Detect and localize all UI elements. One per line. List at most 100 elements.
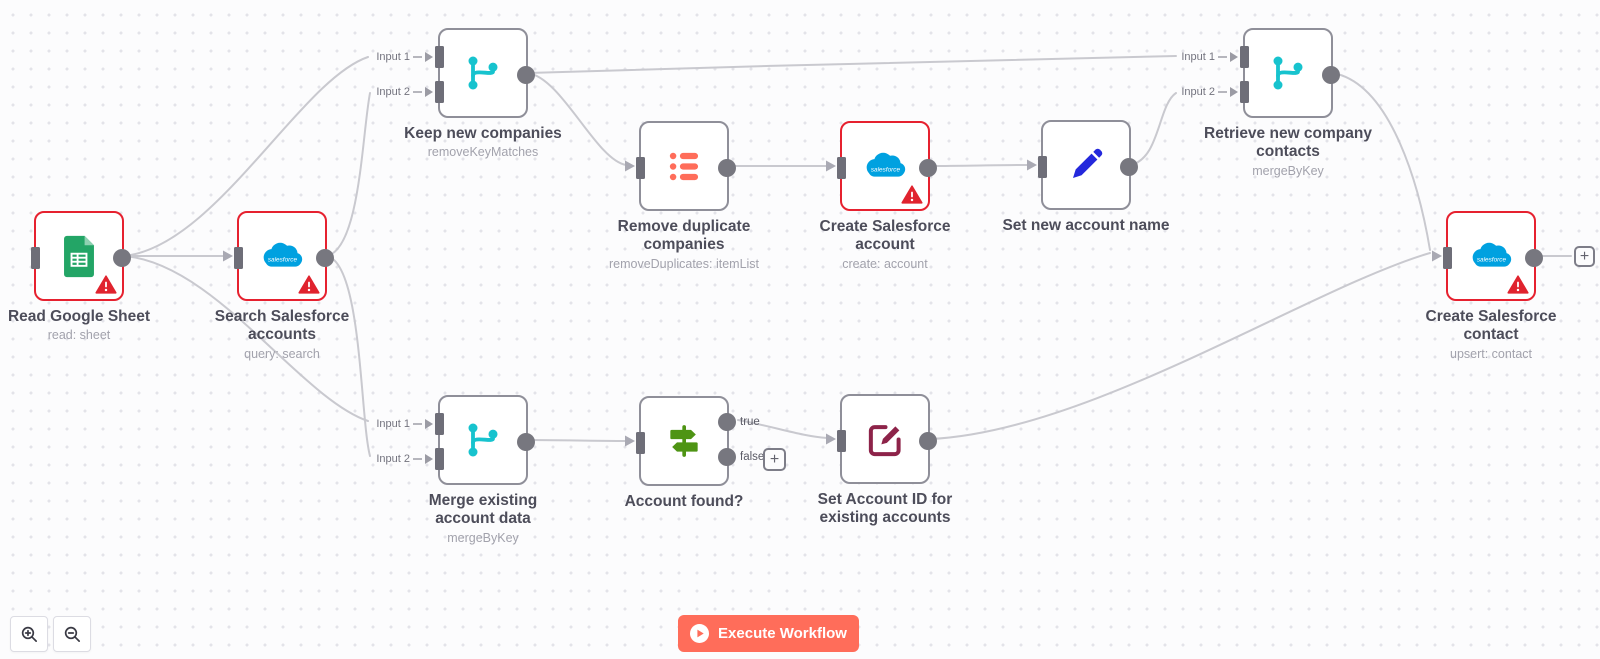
execute-workflow-button[interactable]: Execute Workflow	[678, 615, 859, 652]
input-arrow-icon	[425, 419, 433, 429]
svg-text:salesforce: salesforce	[871, 166, 901, 173]
merge-icon	[1273, 56, 1303, 90]
node-create-salesforce-contact[interactable]: salesforce Create Salesforce contact ups…	[1426, 211, 1556, 361]
input-port-2[interactable]	[435, 448, 444, 470]
svg-text:salesforce: salesforce	[268, 256, 298, 263]
node-title: Set Account ID for existing accounts	[817, 491, 953, 527]
input-port[interactable]	[636, 432, 645, 454]
node-set-account-id[interactable]: Set Account ID for existing accounts	[818, 394, 952, 526]
node-title: Account found?	[624, 493, 744, 510]
input-port-1[interactable]	[435, 46, 444, 68]
output-port[interactable]	[517, 433, 535, 451]
input-port[interactable]	[837, 157, 846, 179]
node-box[interactable]: Input 1 Input 2	[1181, 28, 1340, 118]
input-port[interactable]	[234, 247, 243, 269]
node-subtitle: mergeByKey	[447, 530, 519, 545]
node-box[interactable]	[1038, 120, 1138, 210]
output-true-label: true	[740, 416, 760, 428]
merge-icon	[468, 56, 498, 90]
salesforce-icon: salesforce	[263, 242, 303, 267]
node-title: Create Salesforce account	[819, 218, 951, 254]
output-port-true[interactable]	[718, 413, 736, 431]
node-title: Merge existing account data	[428, 492, 538, 528]
node-box[interactable]: salesforce	[234, 211, 334, 301]
warning-icon	[95, 275, 117, 294]
output-port[interactable]	[718, 159, 736, 177]
output-port[interactable]	[1525, 249, 1543, 267]
input-arrow-icon	[425, 87, 433, 97]
node-title: Retrieve new company contacts	[1204, 125, 1372, 161]
output-port[interactable]	[1322, 66, 1340, 84]
plus-icon: +	[769, 450, 780, 468]
input-arrow-icon	[1230, 52, 1238, 62]
node-keep-new-companies[interactable]: Input 1 Input 2 Keep new companies remov…	[376, 28, 562, 159]
input-1-label: Input 1	[1181, 50, 1238, 64]
output-port[interactable]	[1120, 158, 1138, 176]
input-port[interactable]	[31, 247, 40, 269]
node-box[interactable]: true false	[636, 396, 764, 486]
node-box[interactable]: Input 1 Input 2	[376, 395, 535, 485]
edit-icon	[868, 424, 901, 456]
node-account-found[interactable]: true false Account found?	[625, 396, 764, 510]
input-port-1[interactable]	[435, 413, 444, 435]
node-box[interactable]: Input 1 Input 2	[376, 28, 535, 118]
add-node-button-false-branch[interactable]: +	[763, 448, 786, 471]
output-port[interactable]	[113, 249, 131, 267]
zoom-in-icon	[21, 626, 37, 642]
play-icon	[690, 624, 710, 643]
input-arrow-icon	[1230, 87, 1238, 97]
node-title: Remove duplicate companies	[617, 218, 751, 254]
output-port[interactable]	[517, 66, 535, 84]
input-port-2[interactable]	[435, 81, 444, 103]
node-subtitle: query: search	[244, 346, 320, 361]
zoom-out-button[interactable]	[53, 616, 91, 652]
node-subtitle: read: sheet	[47, 328, 111, 343]
input-2-label: Input 2	[1181, 85, 1238, 99]
output-port[interactable]	[919, 159, 937, 177]
output-port-false[interactable]	[718, 448, 736, 466]
pencil-icon	[1073, 148, 1103, 178]
google-sheets-icon	[64, 235, 94, 277]
input-arrow-icon	[425, 52, 433, 62]
node-title: Keep new companies	[404, 125, 562, 142]
warning-icon	[1507, 275, 1529, 294]
node-subtitle: removeKeyMatches	[427, 145, 539, 160]
node-subtitle: mergeByKey	[1252, 163, 1324, 178]
node-remove-duplicate-companies[interactable]: Remove duplicate companies removeDuplica…	[609, 121, 759, 271]
node-create-salesforce-account[interactable]: salesforce Create Salesforce account cre…	[820, 121, 950, 271]
input-2-label: Input 2	[376, 85, 433, 99]
input-port[interactable]	[837, 430, 846, 452]
node-box[interactable]	[837, 394, 937, 484]
input-1-label: Input 1	[376, 50, 433, 64]
output-port[interactable]	[919, 432, 937, 450]
input-port[interactable]	[1038, 156, 1047, 178]
salesforce-icon: salesforce	[866, 152, 906, 177]
input-port[interactable]	[1443, 247, 1452, 269]
svg-text:salesforce: salesforce	[1477, 256, 1507, 263]
item-list-icon	[669, 152, 698, 180]
node-box[interactable]: salesforce	[1443, 211, 1543, 301]
input-port[interactable]	[636, 157, 645, 179]
node-search-salesforce-accounts[interactable]: salesforce Search Salesforce accounts qu…	[215, 211, 349, 361]
node-title: Set new account name	[1002, 217, 1170, 234]
node-box[interactable]	[31, 211, 131, 301]
output-port[interactable]	[316, 249, 334, 267]
node-box[interactable]: salesforce	[837, 121, 937, 211]
node-box[interactable]	[636, 121, 736, 211]
node-subtitle: create: account	[842, 256, 928, 271]
node-retrieve-new-company-contacts[interactable]: Input 1 Input 2 Retrieve new company con…	[1181, 28, 1372, 178]
plus-icon: +	[1579, 247, 1590, 265]
node-read-google-sheet[interactable]: Read Google Sheet read: sheet	[8, 211, 150, 342]
zoom-in-button[interactable]	[10, 616, 48, 652]
input-1-label: Input 1	[376, 417, 433, 431]
zoom-out-icon	[64, 626, 80, 642]
node-merge-existing-account-data[interactable]: Input 1 Input 2 Merge existing account d…	[376, 395, 537, 545]
node-set-new-account-name[interactable]: Set new account name	[1002, 120, 1170, 234]
node-title: Search Salesforce accounts	[214, 308, 350, 344]
add-node-button-end[interactable]: +	[1574, 246, 1595, 267]
node-title: Create Salesforce contact	[1425, 308, 1557, 344]
input-port-2[interactable]	[1240, 81, 1249, 103]
input-port-1[interactable]	[1240, 46, 1249, 68]
